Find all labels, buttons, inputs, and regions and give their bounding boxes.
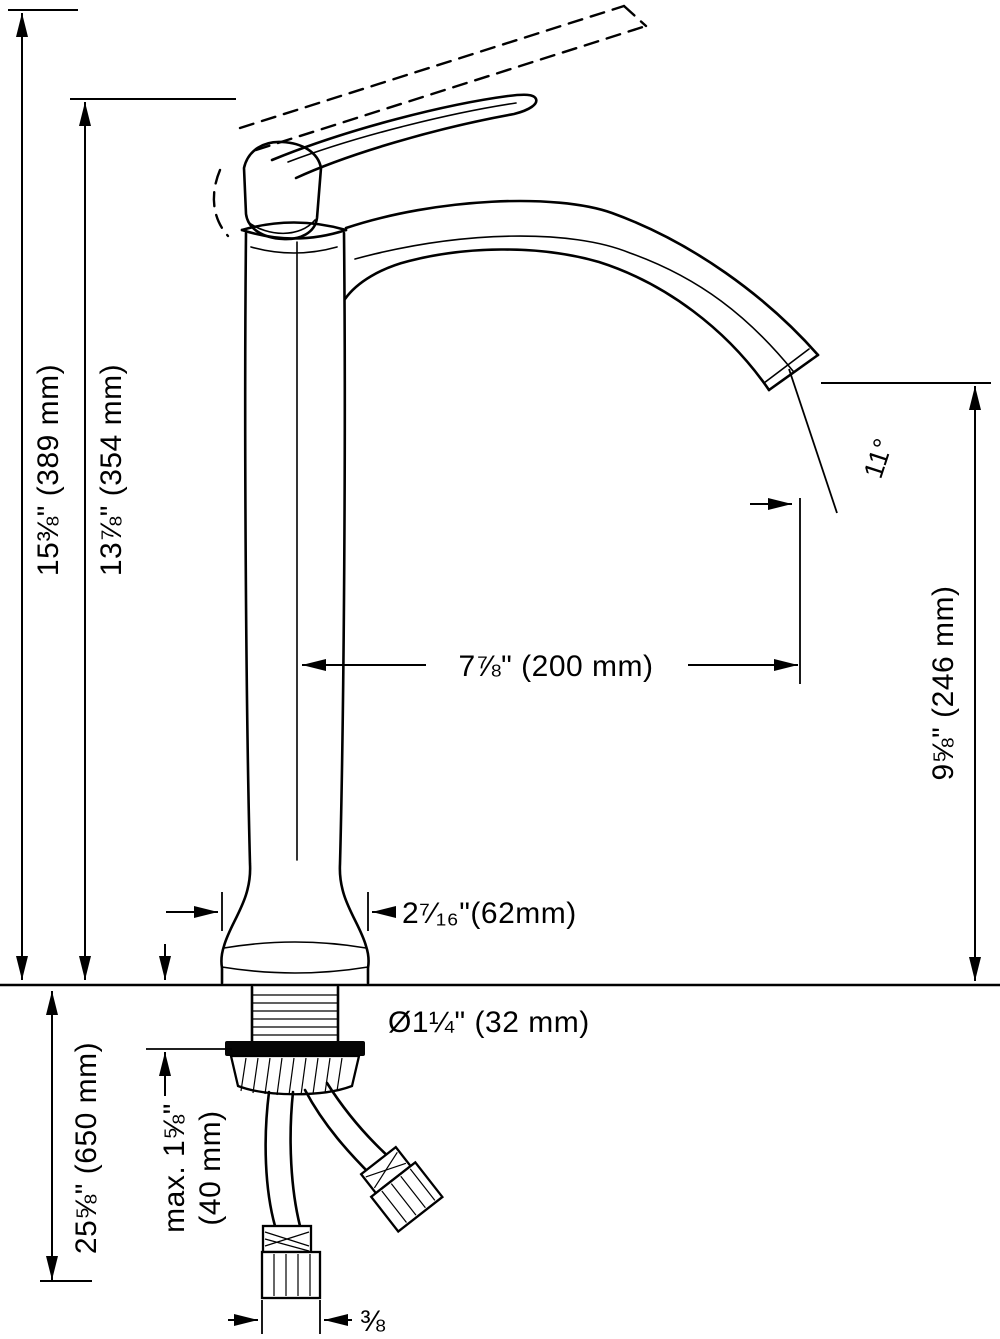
supply-hose-left — [260, 1090, 322, 1300]
body-height-label: 13⅞" (354 mm) — [95, 364, 128, 576]
dim-outlet-height: 9⅝" (246 mm) — [821, 382, 991, 981]
outlet-height-label: 9⅝" (246 mm) — [927, 585, 960, 780]
hose-length-label: 25⅝" (650 mm) — [70, 1042, 103, 1254]
dim-deck-thickness: max. 1⅝" (40 mm) — [146, 944, 232, 1233]
handle-lever-highlight — [287, 102, 517, 163]
body-cap-top-edge — [240, 221, 348, 232]
body-cap-collar — [250, 246, 338, 254]
handle-pivot-dashed-arc — [212, 168, 230, 238]
hose-left-coupling-facets — [273, 1254, 311, 1296]
shank-thread-hatching — [252, 994, 338, 1036]
base-foot-arc-lower — [221, 966, 369, 974]
hose-left-inner — [289, 1090, 302, 1228]
spout-underside — [343, 248, 771, 392]
spout-angle-label: 11° — [858, 434, 899, 482]
hose-left-coupling-nut — [260, 1250, 322, 1300]
spout-outlet-inner-face — [763, 348, 810, 384]
column-right-edge — [338, 231, 370, 985]
base-width-label: 2⁷⁄₁₆"(62mm) — [402, 897, 577, 930]
dim-body-height: 13⅞" (354 mm) — [70, 98, 236, 980]
mounting-nut-knurling — [240, 1057, 343, 1096]
deck-thickness-label-line2: (40 mm) — [194, 1110, 227, 1225]
dim-connection-size: ⅜ — [228, 1300, 386, 1338]
dim-spout-angle: 11° — [750, 368, 899, 514]
spout-top-edge — [344, 199, 820, 357]
mounting-hardware — [225, 985, 365, 1096]
column-left-edge — [220, 231, 252, 985]
hose-left-outer — [264, 1090, 277, 1228]
hose-right-coupling-nut — [369, 1160, 444, 1234]
hole-diameter-label: Ø1¼" (32 mm) — [388, 1006, 590, 1039]
hose-right-outer — [303, 1088, 374, 1178]
handle-motion-dashed-tip — [622, 4, 648, 28]
hose-right-connector — [359, 1145, 444, 1234]
connection-size-label: ⅜ — [360, 1305, 386, 1338]
dim-base-width: 2⁷⁄₁₆"(62mm) — [166, 892, 577, 931]
sealing-washer — [225, 1041, 365, 1056]
dim-spout-reach: 7⅞" (200 mm) — [302, 498, 801, 684]
deck-thickness-label-line1: max. 1⅝" — [158, 1103, 191, 1233]
dim-hose-length: 25⅝" (650 mm) — [40, 991, 103, 1282]
spout-center-line — [354, 235, 794, 372]
spout-outlet-face — [767, 353, 820, 392]
overall-height-label: 15⅜" (389 mm) — [32, 364, 65, 576]
handle-motion-dashed-line-upper — [238, 4, 626, 130]
supply-hose-right — [303, 1081, 444, 1234]
body-cap-bottom-edge — [240, 228, 348, 240]
spout-angle-slant-line — [788, 368, 838, 514]
faucet-art — [0, 4, 1000, 1300]
base-foot-arc-upper — [223, 941, 367, 949]
handle-lever — [270, 93, 538, 180]
spout-reach-label: 7⅞" (200 mm) — [458, 650, 653, 683]
dimensions: 15⅜" (389 mm) 13⅞" (354 mm) 9⅝" (246 mm)… — [8, 9, 991, 1338]
handle-motion-dashed-line-lower — [254, 24, 648, 152]
hose-left-braid-hatch — [264, 1231, 310, 1252]
dim-overall-height: 15⅜" (389 mm) — [8, 9, 78, 980]
hose-right-inner — [325, 1081, 392, 1160]
